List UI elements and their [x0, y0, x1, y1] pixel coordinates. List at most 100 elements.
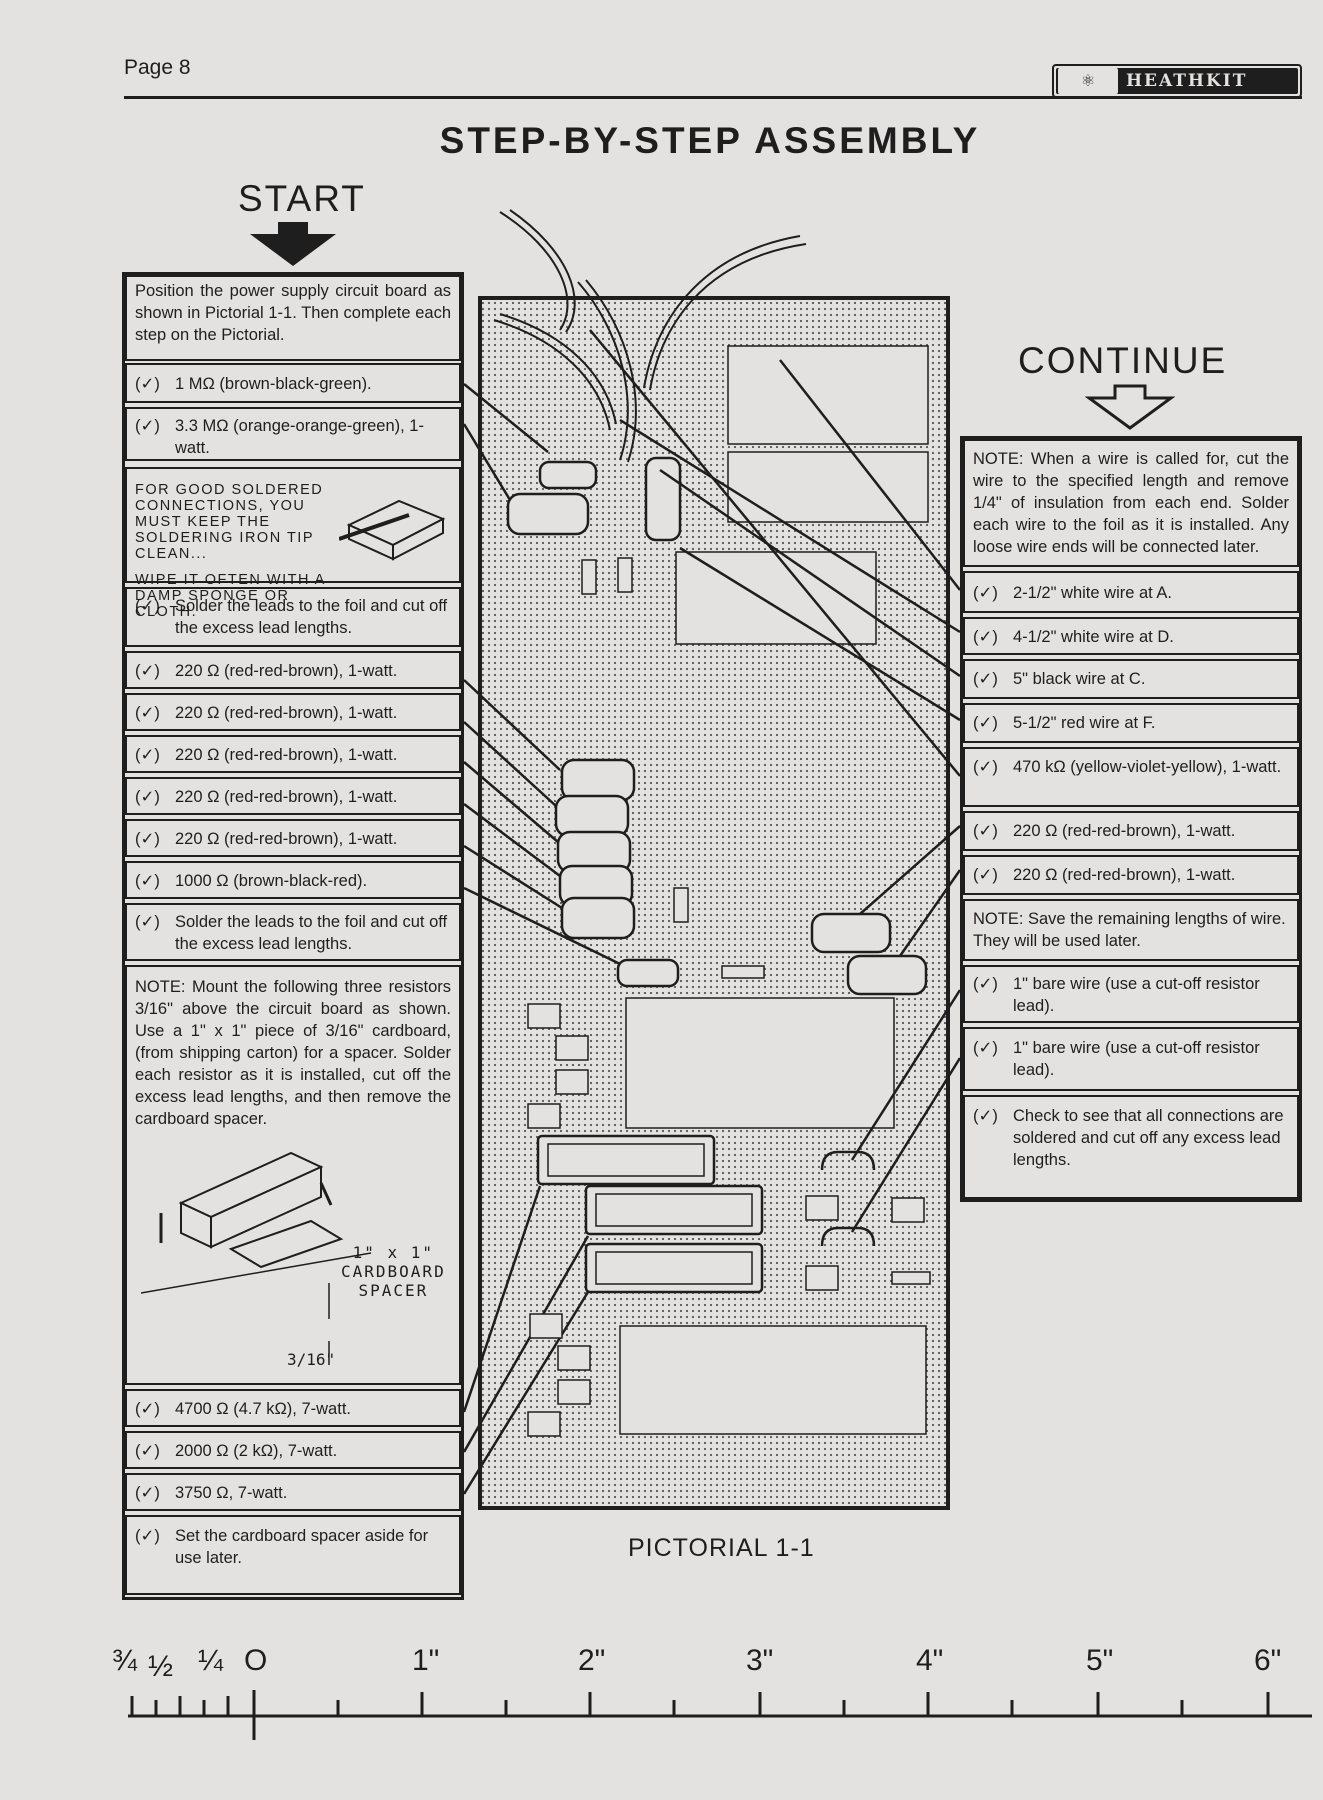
- start-label: START: [238, 178, 366, 219]
- step-text: 3750 Ω, 7-watt.: [175, 1484, 288, 1502]
- check-box[interactable]: (✓): [973, 584, 998, 602]
- step-text: 3.3 MΩ (orange-orange-green), 1-watt.: [175, 417, 424, 457]
- step-text: 220 Ω (red-red-brown), 1-watt.: [175, 746, 398, 764]
- brand-logo: ⚛ HEATHKIT: [1052, 64, 1302, 98]
- ruler-mark-2-inch: 2": [578, 1644, 606, 1677]
- check-box[interactable]: (✓): [135, 913, 160, 931]
- wire-note-box: NOTE: When a wire is called for, cut the…: [963, 439, 1299, 567]
- step-wire-d: (✓) 4-1/2" white wire at D.: [963, 617, 1299, 655]
- save-wire-note-text: NOTE: Save the remaining lengths of wire…: [973, 910, 1286, 950]
- step-text: 220 Ω (red-red-brown), 1-watt.: [175, 830, 398, 848]
- check-box[interactable]: (✓): [973, 1107, 998, 1125]
- page-title: STEP-BY-STEP ASSEMBLY: [439, 120, 981, 161]
- save-wire-note-box: NOTE: Save the remaining lengths of wire…: [963, 899, 1299, 961]
- left-instruction-column: Position the power supply circuit board …: [122, 272, 464, 1600]
- step-solder-1: (✓) Solder the leads to the foil and cut…: [125, 587, 461, 647]
- step-check-connections: (✓) Check to see that all connections ar…: [963, 1095, 1299, 1199]
- check-box[interactable]: (✓): [973, 975, 998, 993]
- cardboard-spacer-illustration: [141, 1151, 372, 1365]
- intro-box: Position the power supply circuit board …: [125, 275, 461, 361]
- step-220-b: (✓) 220 Ω (red-red-brown), 1-watt.: [125, 693, 461, 731]
- step-4700: (✓) 4700 Ω (4.7 kΩ), 7-watt.: [125, 1389, 461, 1427]
- start-arrow-icon: [250, 222, 336, 266]
- ruler-mark-1-inch: 1": [412, 1644, 440, 1677]
- step-3750: (✓) 3750 Ω, 7-watt.: [125, 1473, 461, 1511]
- step-220-g: (✓) 220 Ω (red-red-brown), 1-watt.: [963, 855, 1299, 895]
- step-text: 1" bare wire (use a cut-off resistor lea…: [1013, 1039, 1260, 1079]
- ruler-mark-4-inch: 4": [916, 1644, 944, 1677]
- step-3-3meg: (✓) 3.3 MΩ (orange-orange-green), 1-watt…: [125, 407, 461, 461]
- page-number: Page 8: [124, 56, 191, 79]
- step-text: 1 MΩ (brown-black-green).: [175, 375, 372, 393]
- check-box[interactable]: (✓): [973, 866, 998, 884]
- check-box[interactable]: (✓): [135, 417, 160, 435]
- step-220-c: (✓) 220 Ω (red-red-brown), 1-watt.: [125, 735, 461, 773]
- step-bare-wire-2: (✓) 1" bare wire (use a cut-off resistor…: [963, 1027, 1299, 1091]
- check-box[interactable]: (✓): [135, 375, 160, 393]
- check-box[interactable]: (✓): [135, 830, 160, 848]
- soldering-tip-box: FOR GOOD SOLDERED CONNECTIONS, YOU MUST …: [125, 467, 461, 620]
- spacer-material-label: CARDBOARD: [341, 1262, 446, 1281]
- check-box[interactable]: (✓): [973, 758, 998, 776]
- ruler-mark-zero: O: [244, 1644, 268, 1677]
- spacer-name-label: SPACER: [358, 1281, 429, 1300]
- step-220-a: (✓) 220 Ω (red-red-brown), 1-watt.: [125, 651, 461, 689]
- step-text: 4700 Ω (4.7 kΩ), 7-watt.: [175, 1400, 351, 1418]
- check-box[interactable]: (✓): [135, 1442, 160, 1460]
- step-text: 1" bare wire (use a cut-off resistor lea…: [1013, 975, 1260, 1015]
- step-wire-a: (✓) 2-1/2" white wire at A.: [963, 571, 1299, 613]
- spacer-note-box: NOTE: Mount the following three resistor…: [125, 965, 461, 1385]
- soldering-iron-icon: [339, 499, 446, 561]
- check-box[interactable]: (✓): [135, 788, 160, 806]
- check-box[interactable]: (✓): [973, 670, 998, 688]
- wire-note-text: NOTE: When a wire is called for, cut the…: [973, 450, 1289, 556]
- check-box[interactable]: (✓): [135, 872, 160, 890]
- step-text: Check to see that all connections are so…: [1013, 1107, 1284, 1169]
- step-text: Solder the leads to the foil and cut off…: [175, 597, 448, 637]
- step-text: 220 Ω (red-red-brown), 1-watt.: [175, 788, 398, 806]
- step-text: Set the cardboard spacer aside for use l…: [175, 1527, 429, 1567]
- step-1000: (✓) 1000 Ω (brown-black-red).: [125, 861, 461, 899]
- step-220-d: (✓) 220 Ω (red-red-brown), 1-watt.: [125, 777, 461, 815]
- step-text: 470 kΩ (yellow-violet-yellow), 1-watt.: [1013, 758, 1282, 776]
- atom-icon: ⚛: [1058, 68, 1118, 94]
- spacer-label: 1" x 1" CARDBOARD SPACER: [341, 1243, 446, 1300]
- continue-arrow-icon: [1085, 384, 1175, 430]
- spacer-note-text: NOTE: Mount the following three resistor…: [135, 978, 451, 1128]
- pictorial-label: PICTORIAL 1-1: [628, 1534, 815, 1562]
- check-box[interactable]: (✓): [135, 597, 160, 615]
- spacer-height-label: 3/16": [287, 1350, 336, 1369]
- step-220-e: (✓) 220 Ω (red-red-brown), 1-watt.: [125, 819, 461, 857]
- continue-label: CONTINUE: [1018, 340, 1228, 381]
- step-text: Solder the leads to the foil and cut off…: [175, 913, 448, 953]
- step-wire-f: (✓) 5-1/2" red wire at F.: [963, 703, 1299, 743]
- check-box[interactable]: (✓): [135, 1527, 160, 1545]
- check-box[interactable]: (✓): [973, 1039, 998, 1057]
- step-text: 220 Ω (red-red-brown), 1-watt.: [1013, 866, 1236, 884]
- step-text: 4-1/2" white wire at D.: [1013, 628, 1174, 646]
- check-box[interactable]: (✓): [973, 628, 998, 646]
- step-wire-c: (✓) 5" black wire at C.: [963, 659, 1299, 699]
- check-box[interactable]: (✓): [973, 822, 998, 840]
- step-text: 220 Ω (red-red-brown), 1-watt.: [1013, 822, 1236, 840]
- step-solder-2: (✓) Solder the leads to the foil and cut…: [125, 903, 461, 961]
- soldering-tip-text: FOR GOOD SOLDERED CONNECTIONS, YOU MUST …: [135, 482, 324, 562]
- check-box[interactable]: (✓): [135, 746, 160, 764]
- step-spacer-aside: (✓) Set the cardboard spacer aside for u…: [125, 1515, 461, 1595]
- intro-text: Position the power supply circuit board …: [135, 282, 451, 344]
- step-text: 1000 Ω (brown-black-red).: [175, 872, 368, 890]
- ruler-mark-3-inch: 3": [746, 1644, 774, 1677]
- step-2000: (✓) 2000 Ω (2 kΩ), 7-watt.: [125, 1431, 461, 1469]
- right-instruction-column: NOTE: When a wire is called for, cut the…: [960, 436, 1302, 1202]
- step-bare-wire-1: (✓) 1" bare wire (use a cut-off resistor…: [963, 965, 1299, 1023]
- check-box[interactable]: (✓): [135, 704, 160, 722]
- spacer-size-label: 1" x 1": [352, 1243, 435, 1262]
- check-box[interactable]: (✓): [135, 662, 160, 680]
- check-box[interactable]: (✓): [973, 714, 998, 732]
- check-box[interactable]: (✓): [135, 1400, 160, 1418]
- step-text: 220 Ω (red-red-brown), 1-watt.: [175, 662, 398, 680]
- check-box[interactable]: (✓): [135, 1484, 160, 1502]
- ruler-mark-quarter: ¼: [198, 1644, 224, 1677]
